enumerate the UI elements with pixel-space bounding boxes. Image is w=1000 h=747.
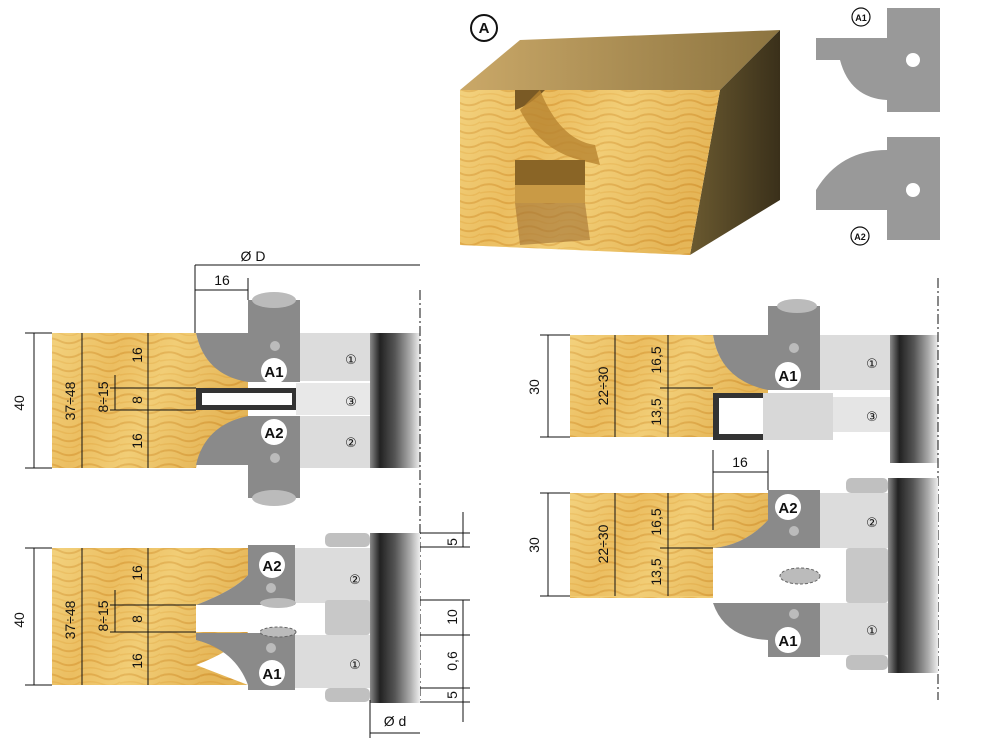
right-bottom-range: 22÷30 — [595, 524, 611, 563]
svg-text:A: A — [479, 20, 490, 37]
left-top-dimension-lines — [25, 264, 421, 700]
left-top-cutter-2: ② — [345, 436, 357, 451]
left-bottom-top-part: 16 — [129, 565, 145, 581]
wood-block-3d — [460, 30, 780, 255]
svg-text:A2: A2 — [778, 500, 797, 517]
right-top-cutter-3: ③ — [866, 410, 878, 425]
svg-text:A1: A1 — [264, 364, 283, 381]
left-top-mid-part: 8 — [129, 396, 145, 404]
left-top-top-part: 16 — [129, 347, 145, 363]
left-top-insert-a1: A1 — [261, 358, 287, 384]
left-top-cutter-3: ③ — [345, 395, 357, 410]
right-top-top-part: 16,5 — [648, 346, 664, 373]
left-bottom-sub-range: 8÷15 — [95, 600, 111, 631]
right-top-cutter-1: ① — [866, 357, 878, 372]
left-top-sub-range: 8÷15 — [95, 381, 111, 412]
left-bottom-spacing-mid: 10 — [444, 609, 460, 625]
svg-text:A2: A2 — [264, 425, 283, 442]
left-bottom-range: 37÷48 — [62, 600, 78, 639]
right-top-bot-part: 13,5 — [648, 398, 664, 425]
right-bottom-depth: 16 — [732, 454, 748, 470]
left-bottom-spacing-bot: 5 — [444, 691, 460, 699]
left-bottom-insert-a2: A2 — [259, 552, 285, 578]
right-bottom-assembly — [570, 478, 938, 673]
svg-text:A1: A1 — [778, 368, 797, 385]
right-top-assembly — [570, 299, 938, 463]
right-top-insert-a1: A1 — [775, 362, 801, 388]
left-bottom-height: 40 — [11, 612, 27, 628]
profile-letter-badge: A — [470, 14, 498, 42]
left-top-range: 37÷48 — [62, 381, 78, 420]
left-bottom-insert-a1: A1 — [259, 660, 285, 686]
right-bottom-height: 30 — [526, 537, 542, 553]
right-top-range: 22÷30 — [595, 366, 611, 405]
right-bottom-cutter-2: ② — [866, 516, 878, 531]
left-bottom-cutter-2: ② — [349, 573, 361, 588]
left-bottom-cutter-1: ① — [349, 658, 361, 673]
right-bottom-insert-a1: A1 — [775, 627, 801, 653]
left-bottom-dimension-lines — [25, 512, 470, 738]
svg-text:A2: A2 — [262, 558, 281, 575]
left-top-diameter: Ø D — [241, 248, 266, 264]
svg-text:A2: A2 — [854, 232, 866, 242]
left-top-bot-part: 16 — [129, 433, 145, 449]
left-bottom-bot-part: 16 — [129, 653, 145, 669]
right-bottom-top-part: 16,5 — [648, 508, 664, 535]
right-top-height: 30 — [526, 379, 542, 395]
svg-text:A1: A1 — [855, 13, 867, 23]
left-bottom-spacing-top: 5 — [444, 538, 460, 546]
insert-a1-shape: A1 — [816, 7, 940, 112]
left-top-depth: 16 — [214, 272, 230, 288]
left-top-height: 40 — [11, 395, 27, 411]
insert-a2-shape: A2 — [816, 137, 940, 246]
left-top-insert-a2: A2 — [261, 419, 287, 445]
left-top-cutter-1: ① — [345, 353, 357, 368]
left-bottom-mid-part: 8 — [129, 615, 145, 623]
right-bottom-bot-part: 13,5 — [648, 558, 664, 585]
left-bottom-bore: Ø d — [384, 713, 407, 729]
svg-text:A1: A1 — [262, 666, 281, 683]
left-bottom-spacing-gap: 0,6 — [444, 651, 460, 671]
svg-text:A1: A1 — [778, 633, 797, 650]
right-bottom-dimension-lines — [540, 450, 769, 597]
right-bottom-cutter-1: ① — [866, 624, 878, 639]
right-bottom-insert-a2: A2 — [775, 494, 801, 520]
